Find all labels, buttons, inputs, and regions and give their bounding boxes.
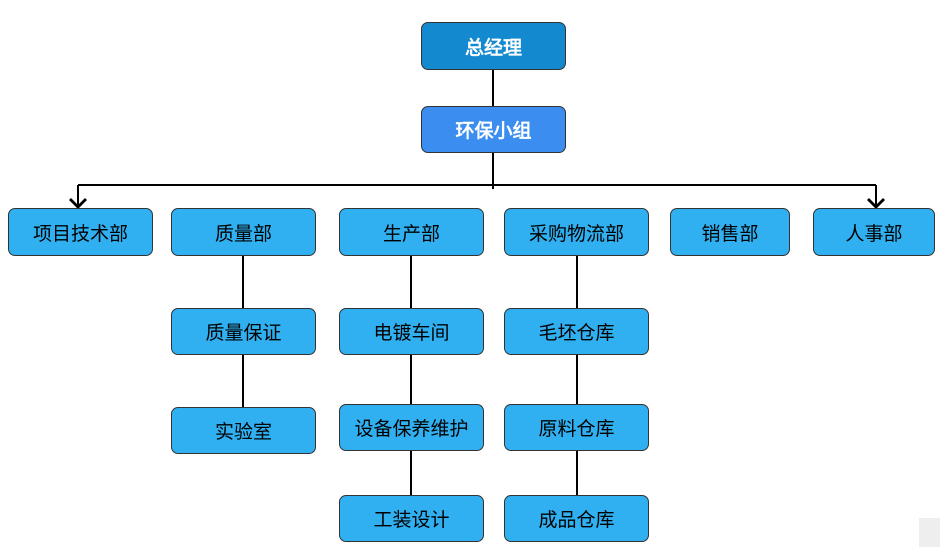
node-dept-production: 生产部 bbox=[339, 208, 484, 256]
node-dept-project-tech: 项目技术部 bbox=[8, 208, 153, 256]
corner-scroll-block bbox=[919, 518, 940, 547]
node-env-team: 环保小组 bbox=[421, 106, 566, 153]
node-dept-hr: 人事部 bbox=[813, 208, 935, 256]
node-material-warehouse: 原料仓库 bbox=[504, 404, 649, 451]
node-equipment-maintenance: 设备保养维护 bbox=[339, 404, 484, 451]
node-laboratory: 实验室 bbox=[171, 407, 316, 454]
node-blank-warehouse: 毛坯仓库 bbox=[504, 308, 649, 355]
node-tooling-design: 工装设计 bbox=[339, 495, 484, 542]
node-general-manager: 总经理 bbox=[421, 22, 566, 70]
node-dept-purchase-logistics: 采购物流部 bbox=[504, 208, 649, 256]
node-finished-goods-warehouse: 成品仓库 bbox=[504, 495, 649, 542]
node-dept-sales: 销售部 bbox=[670, 208, 790, 256]
node-dept-quality: 质量部 bbox=[171, 208, 316, 256]
node-quality-assurance: 质量保证 bbox=[171, 308, 316, 355]
node-plating-workshop: 电镀车间 bbox=[339, 308, 484, 355]
